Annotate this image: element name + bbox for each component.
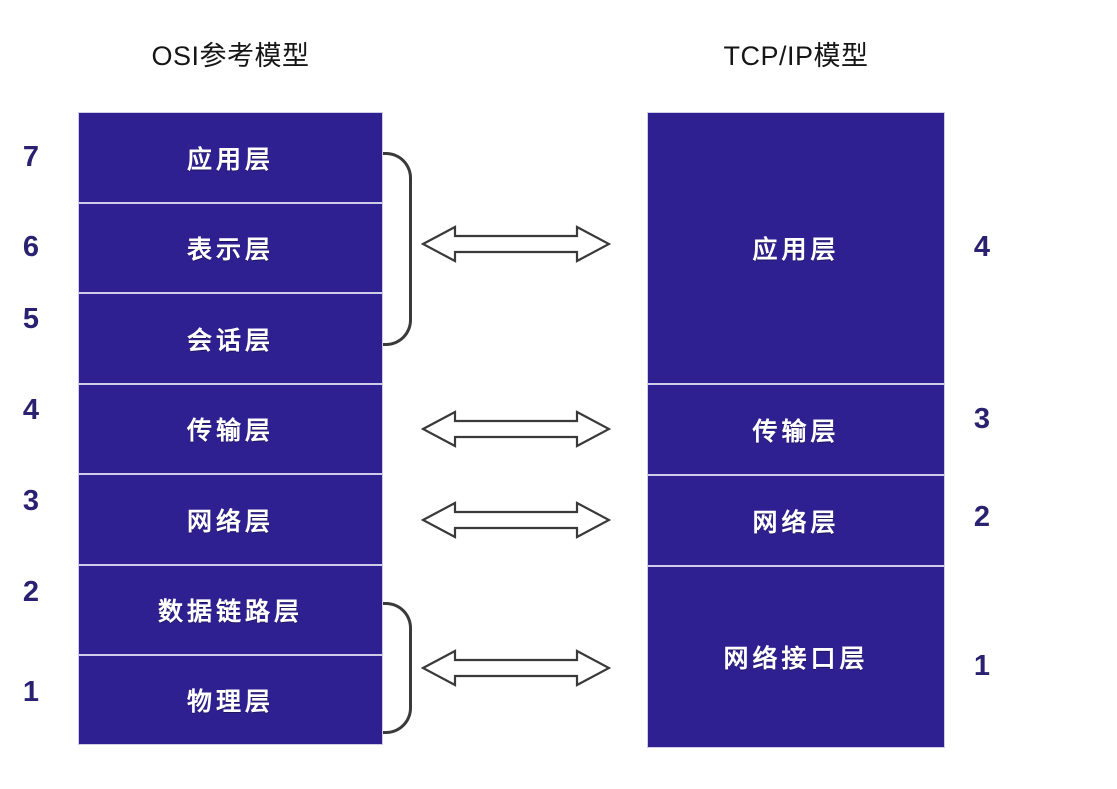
tcpip-layer-number-2: 2 xyxy=(973,501,991,533)
osi-layer-number-3: 3 xyxy=(22,485,40,517)
osi-layer-application[interactable]: 应用层 xyxy=(78,112,383,203)
tcpip-layer-number-1: 1 xyxy=(973,650,991,682)
bracket-upper-group xyxy=(383,152,412,346)
osi-layer-label: 应用层 xyxy=(186,145,274,174)
osi-layer-number-2: 2 xyxy=(22,576,40,608)
mapping-gutter xyxy=(383,0,647,789)
tcpip-layer-transport[interactable]: 传输层 xyxy=(647,384,945,475)
tcpip-layer-label: 网络接口层 xyxy=(723,645,869,673)
tcpip-layer-number-3: 3 xyxy=(973,403,991,435)
osi-layer-number-1: 1 xyxy=(22,676,40,708)
tcpip-layer-internet[interactable]: 网络层 xyxy=(647,475,945,566)
tcpip-layer-label: 传输层 xyxy=(752,417,840,446)
osi-layer-datalink[interactable]: 数据链路层 xyxy=(78,565,383,655)
mapping-arrow-network xyxy=(421,498,611,542)
tcpip-layer-network-interface[interactable]: 网络接口层 xyxy=(647,566,945,748)
bracket-lower-group xyxy=(383,602,412,734)
osi-layer-stack: 应用层 表示层 会话层 传输层 网络层 数据链路层 物理层 xyxy=(78,112,383,745)
osi-layer-physical[interactable]: 物理层 xyxy=(78,655,383,745)
tcpip-layer-application[interactable]: 应用层 xyxy=(647,112,945,384)
osi-layer-presentation[interactable]: 表示层 xyxy=(78,203,383,293)
osi-column-title: OSI参考模型 xyxy=(151,41,310,71)
osi-layer-number-7: 7 xyxy=(22,141,40,173)
osi-layer-label: 物理层 xyxy=(186,688,274,716)
mapping-arrow-application xyxy=(421,222,611,266)
osi-layer-number-4: 4 xyxy=(22,394,40,426)
osi-layer-label: 表示层 xyxy=(186,236,274,264)
osi-layer-label: 会话层 xyxy=(186,326,274,355)
tcpip-layer-label: 网络层 xyxy=(752,508,840,537)
osi-layer-session[interactable]: 会话层 xyxy=(78,293,383,384)
osi-layer-network[interactable]: 网络层 xyxy=(78,474,383,565)
osi-layer-label: 数据链路层 xyxy=(157,598,303,626)
mapping-arrow-network-interface xyxy=(421,646,611,690)
tcpip-layer-number-4: 4 xyxy=(973,231,991,263)
tcpip-layer-stack: 应用层 传输层 网络层 网络接口层 xyxy=(647,112,945,748)
tcpip-layer-label: 应用层 xyxy=(752,236,840,264)
osi-layer-label: 传输层 xyxy=(186,417,274,445)
osi-layer-label: 网络层 xyxy=(186,507,274,536)
osi-layer-transport[interactable]: 传输层 xyxy=(78,384,383,474)
osi-layer-number-6: 6 xyxy=(22,231,40,263)
mapping-arrow-transport xyxy=(421,407,611,451)
osi-layer-number-5: 5 xyxy=(22,303,40,335)
tcpip-column-title: TCP/IP模型 xyxy=(723,41,869,71)
